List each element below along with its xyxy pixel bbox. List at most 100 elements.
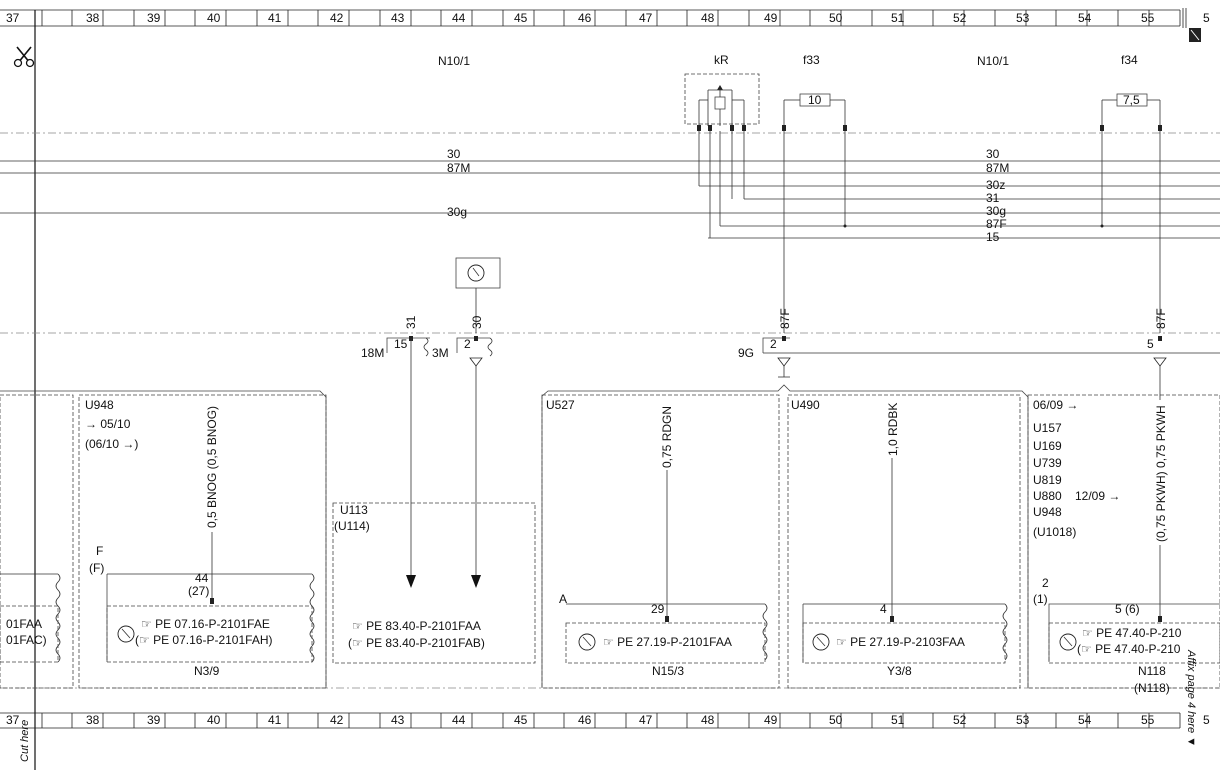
ruler-number: 53 xyxy=(1016,11,1030,25)
ruler-number: 39 xyxy=(147,11,161,25)
pin-87f-a-label: 87F xyxy=(778,308,792,329)
ruler-number: 51 xyxy=(891,11,905,25)
hand-pointer-icon: ☞ xyxy=(1081,642,1095,656)
n10-left-label: N10/1 xyxy=(438,54,470,68)
date-0609: 06/09 → xyxy=(1033,398,1078,412)
ruler-number: 42 xyxy=(330,11,344,25)
u490-label: U490 xyxy=(791,398,820,412)
n15-ref[interactable]: ☞ PE 27.19-P-2101FAA xyxy=(603,635,732,649)
ruler-number: 44 xyxy=(452,713,466,727)
ruler-number: 5 xyxy=(1203,11,1210,25)
pin-44-label: 44 xyxy=(195,571,209,585)
hand-pointer-icon: ☞ xyxy=(139,633,153,647)
bus-right-30z: 30z xyxy=(986,178,1005,192)
bus-right-15: 15 xyxy=(986,230,1000,244)
ruler-number: 47 xyxy=(639,11,653,25)
ruler-number: 53 xyxy=(1016,713,1030,727)
ruler-number: 50 xyxy=(829,11,843,25)
wire-pkwh-label: (0,75 PKWH) 0,75 PKWH xyxy=(1154,405,1168,542)
y3-ref[interactable]: ☞ PE 27.19-P-2103FAA xyxy=(836,635,965,649)
u-list-6: (U1018) xyxy=(1033,525,1076,539)
ruler-number: 44 xyxy=(452,11,466,25)
ruler-number: 46 xyxy=(578,11,592,25)
n15-3-label: N15/3 xyxy=(652,664,684,678)
scissors-icon xyxy=(13,46,35,68)
ground-symbol xyxy=(455,257,501,333)
wire-rdgn-label: 0,75 RDGN xyxy=(660,406,674,468)
y3-8-label: Y3/8 xyxy=(887,664,912,678)
ruler-number: 54 xyxy=(1078,11,1092,25)
hand-pointer-icon: ☞ xyxy=(352,636,366,650)
wire-rdbk-label: 1,0 RDBK xyxy=(886,403,900,456)
hand-pointer-icon: ☞ xyxy=(836,635,850,649)
pin-4-label: 4 xyxy=(880,602,887,616)
hand-pointer-icon: ☞ xyxy=(603,635,617,649)
pin-87f-b-label: 87F xyxy=(1154,308,1168,329)
ruler-number: 49 xyxy=(764,713,778,727)
ruler-number: 47 xyxy=(639,713,653,727)
wire-bnog-label: 0,5 BNOG (0,5 BNOG) xyxy=(205,406,219,528)
ruler-number: 40 xyxy=(207,713,221,727)
conn-18m-label: 18M xyxy=(361,346,384,360)
bus-right-30: 30 xyxy=(986,147,1000,161)
ruler-number: 46 xyxy=(578,713,592,727)
connector-18m xyxy=(386,337,430,357)
relay-kr-label: kR xyxy=(714,53,729,67)
n118-ref-2[interactable]: (☞ PE 47.40-P-210 xyxy=(1077,642,1181,656)
bus-left-30g: 30g xyxy=(447,205,467,219)
ruler-number: 41 xyxy=(268,11,282,25)
u-list-2: U739 xyxy=(1033,456,1062,470)
ground-icon xyxy=(1059,633,1077,651)
pin-30-label: 30 xyxy=(470,315,484,329)
u948-date2: (06/10 →) xyxy=(85,437,138,451)
bus-right-87f: 87F xyxy=(986,217,1007,231)
connector-2a xyxy=(456,337,493,367)
pin-1-label: (1) xyxy=(1033,592,1048,606)
u-list-1: U169 xyxy=(1033,439,1062,453)
ruler-number: 52 xyxy=(953,713,967,727)
n3-ref-1[interactable]: ☞ PE 07.16-P-2101FAE xyxy=(141,617,270,631)
bus-right-87m: 87M xyxy=(986,161,1009,175)
u114-label: (U114) xyxy=(334,519,370,533)
ruler-number: 49 xyxy=(764,11,778,25)
bus-left-30: 30 xyxy=(447,147,461,161)
bus-right-31: 31 xyxy=(986,191,1000,205)
ruler-number: 42 xyxy=(330,713,344,727)
conn-5-label: 5 xyxy=(1147,337,1154,351)
f-label: F xyxy=(96,544,103,558)
hand-pointer-icon: ☞ xyxy=(352,619,366,633)
ruler-number: 5 xyxy=(1203,713,1210,727)
fuse-f34-value: 7,5 xyxy=(1123,93,1140,107)
ruler-number: 39 xyxy=(147,713,161,727)
n83-ref-1[interactable]: ☞ PE 83.40-P-2101FAA xyxy=(352,619,481,633)
ruler-number: 55 xyxy=(1141,713,1155,727)
n10-right-label: N10/1 xyxy=(977,54,1009,68)
ruler-number: 40 xyxy=(207,11,221,25)
u948-date1: → 05/10 xyxy=(85,417,131,431)
n3-9-label: N3/9 xyxy=(194,664,220,678)
ruler-number: 48 xyxy=(701,11,715,25)
conn-2a-label: 2 xyxy=(464,337,471,351)
n118-ref-1[interactable]: ☞ PE 47.40-P-210 xyxy=(1082,626,1182,640)
u113-label: U113 xyxy=(340,503,368,517)
hand-pointer-icon: ☞ xyxy=(1082,626,1096,640)
a-label: A xyxy=(559,592,567,606)
u-list-4: U880 xyxy=(1033,489,1062,503)
fuse-f33-value: 10 xyxy=(808,93,822,107)
connector-2b xyxy=(762,337,1220,378)
ruler-number: 45 xyxy=(514,11,528,25)
fuse-f33-label: f33 xyxy=(803,53,820,67)
n83-ref-2[interactable]: (☞ PE 83.40-P-2101FAB) xyxy=(348,636,485,650)
ruler-number: 43 xyxy=(391,11,405,25)
bus-left-87m: 87M xyxy=(447,161,470,175)
n3-ref-2[interactable]: (☞ PE 07.16-P-2101FAH) xyxy=(135,633,273,647)
ruler-number: 41 xyxy=(268,713,282,727)
relay-kr xyxy=(684,73,760,126)
ruler-number: 37 xyxy=(6,11,20,25)
u-list-0: U157 xyxy=(1033,421,1062,435)
ruler-number: 50 xyxy=(829,713,843,727)
ruler-number: 38 xyxy=(86,11,100,25)
affix-page-label: Affix page 4 here ▼ xyxy=(1185,649,1197,747)
ruler-number: 45 xyxy=(514,713,528,727)
